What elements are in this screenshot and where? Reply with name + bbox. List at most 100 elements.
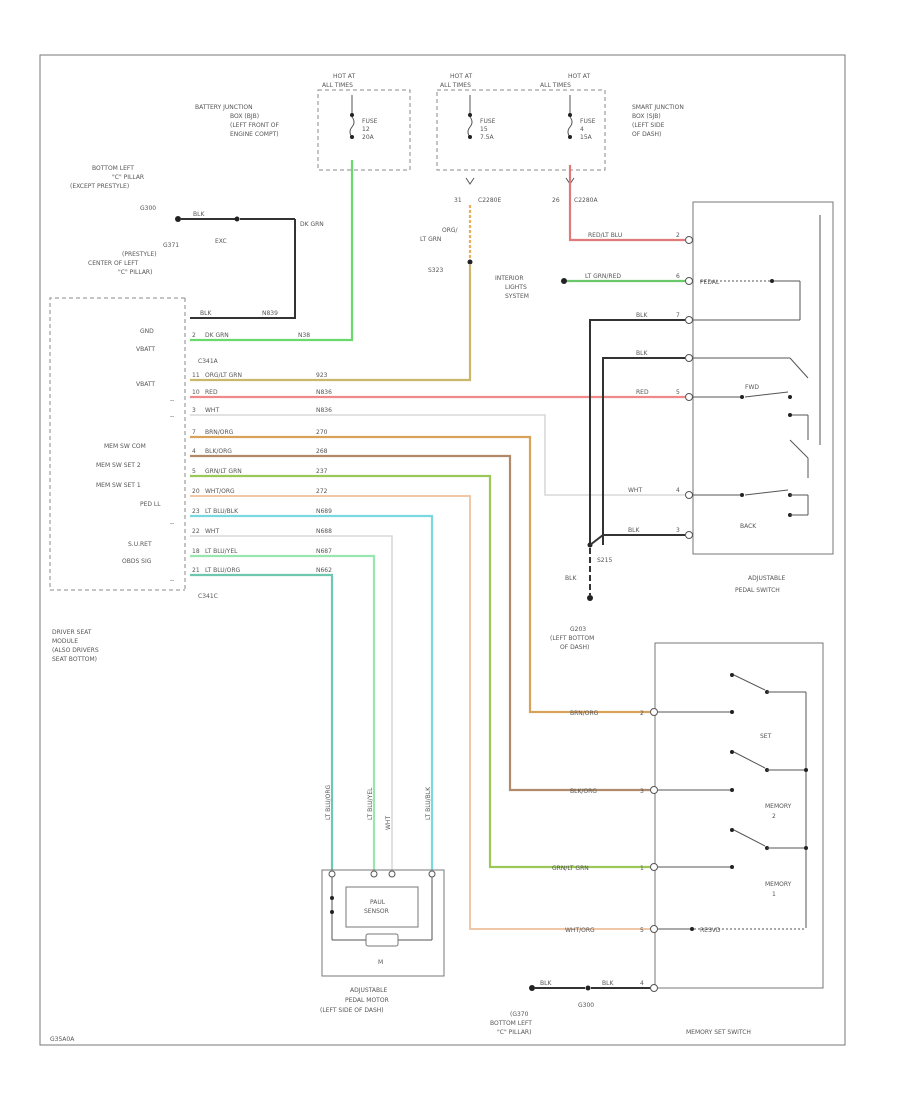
wire-wht2-pin: 22 <box>192 528 200 535</box>
wire-wht2-circuit: N688 <box>316 528 332 535</box>
dsm-pin-vbatt1: VBATT <box>136 346 155 353</box>
pedal-label: PEDAL <box>700 279 720 286</box>
wire-grnlt-color: GRN/LT GRN <box>205 468 242 475</box>
blk1-pin: 7 <box>676 312 680 319</box>
wire-dkgrn-pin: 2 <box>192 332 196 339</box>
wire-ltbluorg-pin: 21 <box>192 567 200 574</box>
interior-line1: INTERIOR <box>495 275 524 282</box>
mem-g300-label: G300 <box>578 1002 594 1009</box>
wire-brnorg-circuit: 270 <box>316 429 328 436</box>
sjb-line3: (LEFT SIDE <box>632 122 665 129</box>
wire-wht-color: WHT <box>205 407 219 414</box>
redltblu-pin: 2 <box>676 232 680 239</box>
mem-whtorg-pin: 5 <box>640 927 644 934</box>
ground-exc-label: EXC <box>215 238 227 245</box>
g371-line3: CENTER OF LEFT <box>88 260 139 267</box>
adjustable-pedal-switch: RED/LT BLU 2 INTERIOR LIGHTS SYSTEM LT G… <box>495 165 834 651</box>
dsm-name-line4: SEAT BOTTOM) <box>52 656 97 663</box>
mem-blk-a: BLK <box>540 980 552 987</box>
sensor-line2: SENSOR <box>364 908 389 915</box>
hot3-line2: ALL TIMES <box>540 82 571 89</box>
wire-red-circuit: N836 <box>316 389 332 396</box>
c2280e-label: C2280E <box>478 197 501 204</box>
wire-red-pin: 10 <box>192 389 200 396</box>
dsm-pin-nc1: -- <box>170 397 174 404</box>
ground-blk-label: BLK <box>193 211 205 218</box>
fwd-label: FWD <box>745 384 759 391</box>
mem-brnorg-pin: 2 <box>640 710 644 717</box>
g203-line2: (LEFT BOTTOM <box>550 635 594 642</box>
fuse1-label: FUSE <box>362 118 378 125</box>
mem-g300-loc3: "C" PILLAR) <box>497 1029 531 1036</box>
g371-line1: G371 <box>163 242 179 249</box>
dsm-pin-gnd: GND <box>140 328 154 335</box>
page-code: G35A0A <box>50 1036 75 1043</box>
wht-pin: 4 <box>676 487 680 494</box>
wire-ltbluyel-circuit: N687 <box>316 548 332 555</box>
c2280e-pin: 31 <box>454 197 462 204</box>
motor-wire-ltbluyel: LT BLU/YEL <box>367 787 374 820</box>
blk3-pin: 3 <box>676 527 680 534</box>
wire-dkgrn-circuit: N38 <box>298 332 310 339</box>
dsm-pin-pedll: PED LL <box>140 501 161 508</box>
memory-set-switch: BRN/ORG 2 SET BLK/ORG 3 MEMORY 2 GRN/LT … <box>490 642 824 1036</box>
fuse2-amp: 7.5A <box>480 134 495 141</box>
mem-blk-pin: 4 <box>640 980 644 987</box>
wire-whtorg-circuit: 272 <box>316 488 328 495</box>
c2280a-pin: 26 <box>552 197 560 204</box>
dsm-pin-memset2: MEM SW SET 2 <box>96 462 141 469</box>
g371-line2: (PRESTYLE) <box>122 251 157 258</box>
motor-wire-wht: WHT <box>385 816 392 830</box>
bjb-line1: BATTERY JUNCTION <box>195 104 253 111</box>
sjb-line1: SMART JUNCTION <box>632 104 684 111</box>
red-pin: 5 <box>676 389 680 396</box>
redltblu-label: RED/LT BLU <box>588 232 622 239</box>
wire-brnorg-color: BRN/ORG <box>205 429 234 436</box>
fuse1-amp: 20A <box>362 134 375 141</box>
mem-resvd-label: RESVD <box>700 927 721 934</box>
motor-m-label: M <box>378 959 383 966</box>
dsm-pin-nc4: -- <box>170 577 174 584</box>
blk3-label: BLK <box>628 527 640 534</box>
diagram-border <box>39 54 846 1046</box>
wire-ltbluyel-pin: 18 <box>192 548 200 555</box>
wire-ltbluorg-color: LT BLU/ORG <box>205 567 241 574</box>
pedal-motor-name1: ADJUSTABLE <box>350 987 387 994</box>
wire-orglt-circuit: 923 <box>316 372 328 379</box>
wire-blkorg-circuit: 268 <box>316 448 328 455</box>
fuse1-number: 12 <box>362 126 370 133</box>
wire-ltblublk-color: LT BLU/BLK <box>205 508 239 515</box>
ground-loc-line3: (EXCEPT PRESTYLE) <box>70 183 129 190</box>
wire-red-color: RED <box>205 389 218 396</box>
sjb-fuse-box <box>436 89 606 171</box>
mem-grnlt-pin: 1 <box>640 865 644 872</box>
memory2-line1: MEMORY <box>765 803 792 810</box>
wire-whtorg-color: WHT/ORG <box>205 488 235 495</box>
wire-blkorg-color: BLK/ORG <box>205 448 232 455</box>
memory-switch-name: MEMORY SET SWITCH <box>686 1029 751 1036</box>
mem-brnorg-label: BRN/ORG <box>570 710 599 717</box>
top-ground: BOTTOM LEFT "C" PILLAR (EXCEPT PRESTYLE)… <box>70 165 324 276</box>
hot3-line1: HOT AT <box>568 73 590 80</box>
bjb-line3: (LEFT FRONT OF <box>230 122 280 129</box>
wire-ltbluyel-color: LT BLU/YEL <box>205 548 238 555</box>
s323-label: S323 <box>428 267 443 274</box>
wire-blk-circuit: N839 <box>262 310 278 317</box>
g203-line3: OF DASH) <box>560 644 589 651</box>
pedal-motor-name3: (LEFT SIDE OF DASH) <box>320 1007 384 1014</box>
mem-g300-loc1: (G370 <box>510 1011 529 1018</box>
dsm-conn-c341c: C341C <box>198 593 218 600</box>
dsm-name-line3: (ALSO DRIVERS <box>52 647 99 654</box>
wht-label: WHT <box>628 487 642 494</box>
dsm-pin-nc3: -- <box>170 520 174 527</box>
ltgrnred-pin: 6 <box>676 273 680 280</box>
dsm-name-line2: MODULE <box>52 638 78 645</box>
wire-wht2-color: WHT <box>205 528 219 535</box>
wire-wht-circuit: N836 <box>316 407 332 414</box>
g300-label-top: G300 <box>140 205 156 212</box>
dsm-name-line1: DRIVER SEAT <box>52 629 92 636</box>
motor-wire-ltbluorg: LT BLU/ORG <box>325 784 332 820</box>
g371-line4: "C" PILLAR) <box>118 269 152 276</box>
ground-loc-line2: "C" PILLAR <box>112 174 144 181</box>
mem-whtorg-label: WHT/ORG <box>565 927 595 934</box>
